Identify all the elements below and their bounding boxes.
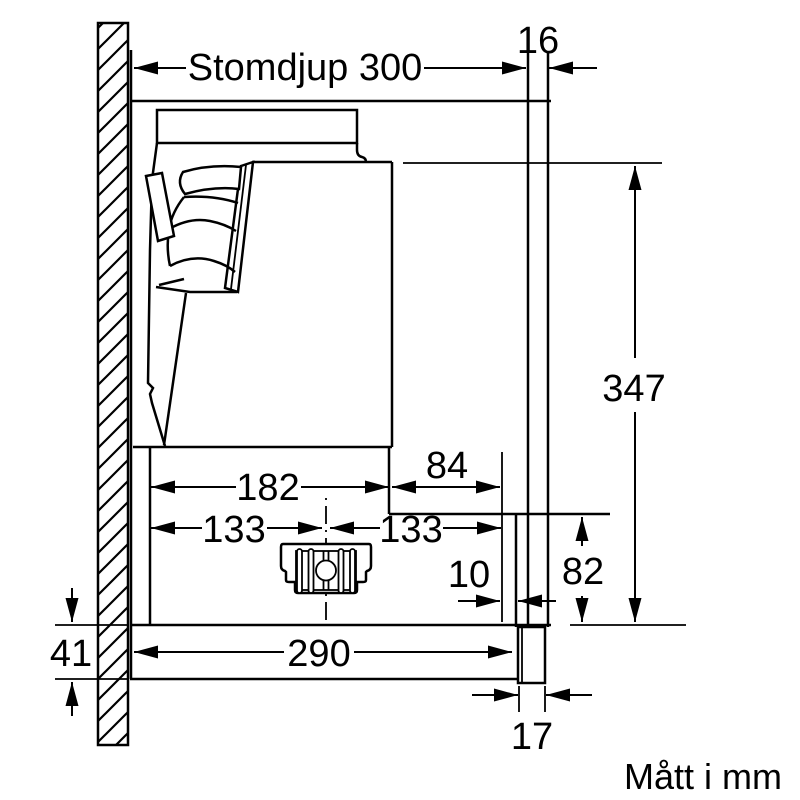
extension-lines <box>55 162 686 712</box>
dimension-gap-10: 10 <box>448 554 556 608</box>
dimension-label-133-right: 133 <box>379 509 442 551</box>
dimension-duct-182: 182 <box>151 467 389 509</box>
dimension-label-82: 82 <box>562 551 604 593</box>
dimension-label-17: 17 <box>511 716 553 758</box>
dimension-depth-stomdjup: Stomdjup 300 <box>134 47 526 89</box>
telescopic-visor <box>144 160 255 294</box>
dimension-door-17: 17 <box>472 688 592 758</box>
duct-connector <box>279 542 373 595</box>
wall-mounting-rail <box>144 171 176 243</box>
units-note: Mått i mm <box>624 756 782 797</box>
dimension-bottom-41: 41 <box>50 588 92 716</box>
dimension-label-182: 182 <box>236 467 299 509</box>
dimension-label-347: 347 <box>602 368 665 410</box>
dimension-front-panel-16: 16 <box>517 20 597 75</box>
dimension-rear-84: 84 <box>392 445 500 494</box>
cabinet-outline <box>129 50 551 681</box>
dimension-total-290: 290 <box>134 633 512 675</box>
dimension-label-10: 10 <box>448 554 490 596</box>
dimension-label-stomdjup-300: Stomdjup 300 <box>188 47 423 89</box>
wall-section-hatched <box>96 21 130 747</box>
dimension-label-133-left: 133 <box>202 509 265 551</box>
dimension-label-41: 41 <box>50 633 92 675</box>
dimension-center-left-133: 133 <box>151 509 322 551</box>
dimension-label-290: 290 <box>287 633 350 675</box>
dimension-lower-82: 82 <box>562 517 604 622</box>
dimension-height-347: 347 <box>602 166 666 622</box>
dimension-label-16: 16 <box>517 20 559 62</box>
dimension-label-84: 84 <box>426 445 468 487</box>
dimension-center-right-133: 133 <box>330 509 501 551</box>
pull-out-door-panel <box>516 625 547 685</box>
